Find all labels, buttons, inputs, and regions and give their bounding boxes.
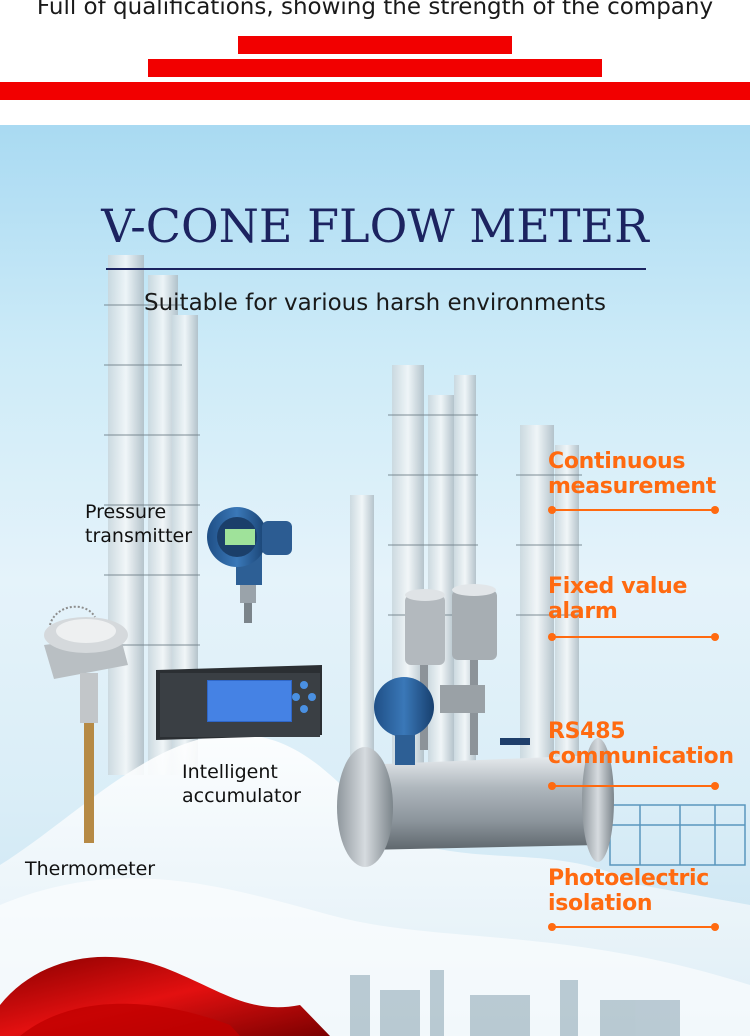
thermometer-illustration — [44, 605, 128, 843]
feature-label: Fixed value alarm — [548, 574, 688, 624]
feature-fixed-value-alarm: Fixed value alarm — [548, 574, 748, 641]
product-subtitle: Suitable for various harsh environments — [143, 290, 607, 316]
title-underline — [106, 268, 646, 270]
product-title: V-CONE FLOW METER — [101, 199, 649, 253]
header-accent-bar — [0, 82, 750, 100]
feature-photoelectric-isolation: Photoelectric isolation — [548, 866, 748, 931]
thermometer-label: Thermometer — [25, 858, 156, 880]
feature-label: Continuous measurement — [548, 449, 716, 499]
header-accent-bar — [148, 59, 602, 77]
feature-continuous-measurement: Continuous measurement — [548, 449, 748, 514]
pressure-transmitter-label: Pressure transmitter — [85, 501, 193, 547]
feature-rs485-communication: RS485 communication — [548, 719, 748, 790]
feature-label: Photoelectric isolation — [548, 866, 710, 916]
feature-divider — [548, 633, 719, 641]
header-accent-bar — [238, 36, 512, 54]
feature-divider — [548, 923, 719, 931]
feature-divider — [548, 506, 719, 514]
intelligent-accumulator-illustration — [156, 665, 322, 740]
header-title: Full of qualifications, showing the stre… — [36, 0, 714, 20]
pressure-transmitter-illustration — [207, 507, 292, 623]
feature-divider — [548, 782, 719, 790]
feature-label: RS485 communication — [548, 719, 734, 769]
intelligent-accumulator-label: Intelligent accumulator — [182, 761, 301, 807]
industrial-background-illustration — [0, 255, 750, 1036]
header: Full of qualifications, showing the stre… — [0, 0, 750, 125]
product-banner: V-CONE FLOW METER Suitable for various h… — [0, 125, 750, 1036]
v-cone-flow-meter-illustration — [337, 584, 614, 867]
